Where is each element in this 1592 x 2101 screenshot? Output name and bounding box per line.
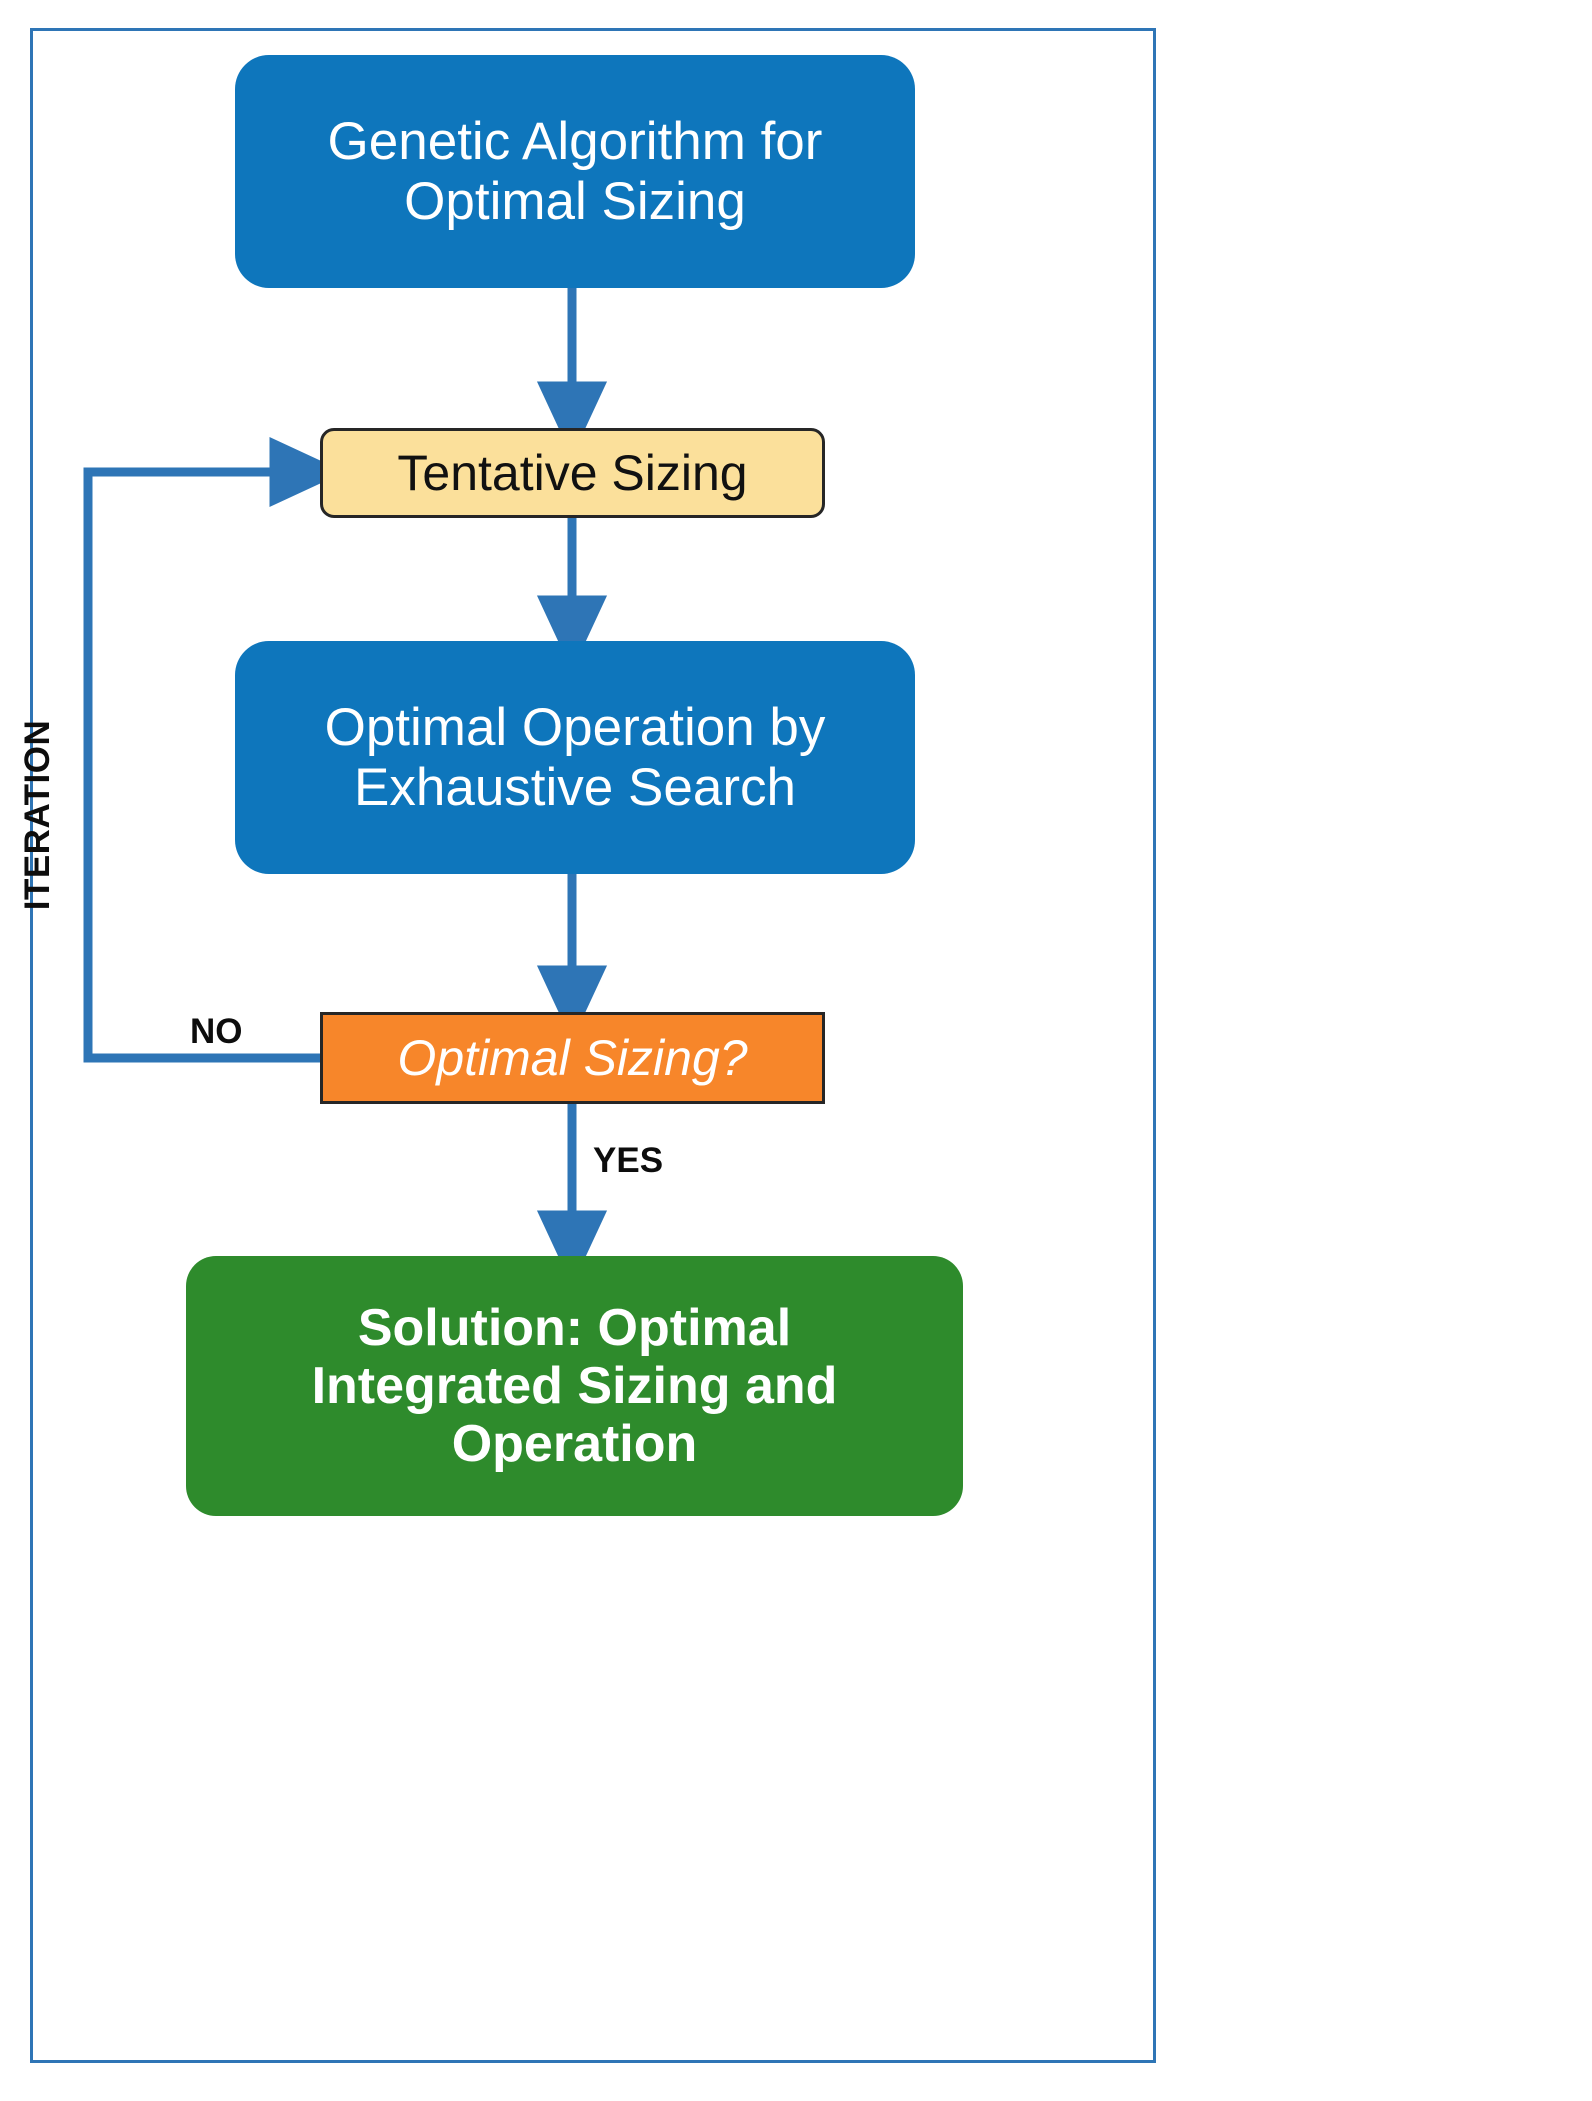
node-solution-line1: Solution: Optimal <box>357 1298 792 1357</box>
node-operation-line1: Optimal Operation by <box>324 698 826 758</box>
node-optimal-operation-label: Optimal Operation by Exhaustive Search <box>325 698 826 817</box>
node-ga-line2: Optimal Sizing <box>404 171 746 231</box>
node-operation-line2: Exhaustive Search <box>354 757 796 817</box>
node-optimal-sizing-decision-label: Optimal Sizing? <box>397 1030 748 1086</box>
iteration-label: ITERATION <box>18 719 57 911</box>
node-solution[interactable]: Solution: Optimal Integrated Sizing and … <box>186 1256 963 1516</box>
node-tentative-sizing[interactable]: Tentative Sizing <box>320 428 825 518</box>
node-solution-line2: Integrated Sizing and <box>311 1356 838 1415</box>
node-ga-line1: Genetic Algorithm for <box>327 112 823 172</box>
edge-label-no: NO <box>190 1012 243 1051</box>
node-solution-label: Solution: Optimal Integrated Sizing and … <box>312 1299 838 1474</box>
node-optimal-sizing-decision[interactable]: Optimal Sizing? <box>320 1012 825 1104</box>
node-genetic-algorithm[interactable]: Genetic Algorithm for Optimal Sizing <box>235 55 915 288</box>
node-solution-line3: Operation <box>451 1415 698 1474</box>
node-genetic-algorithm-label: Genetic Algorithm for Optimal Sizing <box>328 112 823 231</box>
edge-label-yes: YES <box>593 1141 664 1180</box>
node-tentative-sizing-label: Tentative Sizing <box>397 445 748 501</box>
node-optimal-operation[interactable]: Optimal Operation by Exhaustive Search <box>235 641 915 874</box>
